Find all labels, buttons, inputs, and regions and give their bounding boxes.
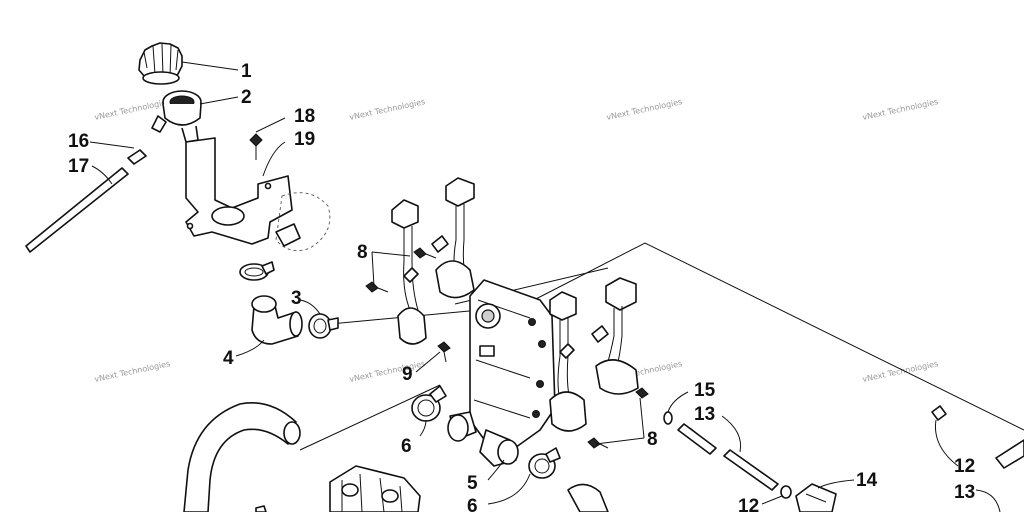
part-clamp-6-lower <box>528 447 561 479</box>
watermark-text: vNext Technologies <box>862 359 939 384</box>
part-rail-assembly <box>255 465 421 512</box>
part-bracket <box>185 137 331 252</box>
reference-line-left <box>299 384 441 451</box>
watermark-2: vNext Technologies <box>349 97 426 122</box>
watermark-text: vNext Technologies <box>349 359 426 384</box>
callout-8-lower: 8 <box>647 429 658 450</box>
part-bolts-8 <box>365 247 649 449</box>
part-clamp-lower <box>308 313 339 339</box>
callout-18: 18 <box>294 106 315 127</box>
callout-19: 19 <box>294 129 315 150</box>
callout-12-lower: 12 <box>738 496 759 512</box>
part-screw-18 <box>249 133 263 160</box>
part-return-hose <box>183 402 609 512</box>
callout-3: 3 <box>291 288 302 309</box>
part-oring-15 <box>663 411 673 425</box>
callout-6-upper: 6 <box>401 436 412 457</box>
part-injector-upper-right <box>431 177 475 299</box>
part-injector-upper-left <box>391 199 427 345</box>
part-vent-hose <box>25 167 129 253</box>
callout-1: 1 <box>241 61 252 82</box>
reference-line-right <box>529 242 1024 431</box>
part-oring-12-lower <box>780 485 792 499</box>
watermark-text: vNext Technologies <box>862 97 939 122</box>
leader-lines <box>89 61 1001 512</box>
part-cap <box>138 42 183 85</box>
part-clamp-upper <box>239 261 275 281</box>
watermark-text: vNext Technologies <box>349 97 426 122</box>
part-injector-lower-right <box>591 277 639 395</box>
callout-9: 9 <box>402 364 413 385</box>
callout-4: 4 <box>223 348 234 369</box>
part-injector-lower-left <box>549 291 587 432</box>
callout-12-upper: 12 <box>954 456 975 477</box>
callout-5: 5 <box>467 473 478 494</box>
watermark-5: vNext Technologies <box>94 359 171 384</box>
part-connector-14 <box>795 483 837 512</box>
part-tube-13-right <box>995 439 1024 469</box>
watermark-8: vNext Technologies <box>862 359 939 384</box>
callout-14: 14 <box>856 470 878 491</box>
part-screw-9 <box>437 341 451 363</box>
callout-labels: 1 2 18 19 16 17 8 3 4 9 6 5 6 15 13 8 14… <box>68 61 975 512</box>
part-clamp-6-upper <box>411 385 447 422</box>
callout-13-right: 13 <box>954 482 975 503</box>
callout-6-lower: 6 <box>467 496 478 512</box>
part-vent-fitting <box>127 149 147 165</box>
watermark-3: vNext Technologies <box>606 97 683 122</box>
callout-15: 15 <box>694 380 716 401</box>
watermark-4: vNext Technologies <box>862 97 939 122</box>
watermark-text: vNext Technologies <box>606 97 683 122</box>
part-oring-12-upper <box>931 405 947 421</box>
callout-17: 17 <box>68 156 89 177</box>
part-elbow-hose <box>251 295 303 345</box>
part-tube-13 <box>677 423 779 491</box>
part-pump-housing <box>447 279 556 467</box>
callout-16: 16 <box>68 131 89 152</box>
watermark-6: vNext Technologies <box>349 359 426 384</box>
callout-2: 2 <box>241 87 252 108</box>
watermark-text: vNext Technologies <box>94 359 171 384</box>
callout-8-upper: 8 <box>357 242 368 263</box>
callout-13-mid: 13 <box>694 404 715 425</box>
